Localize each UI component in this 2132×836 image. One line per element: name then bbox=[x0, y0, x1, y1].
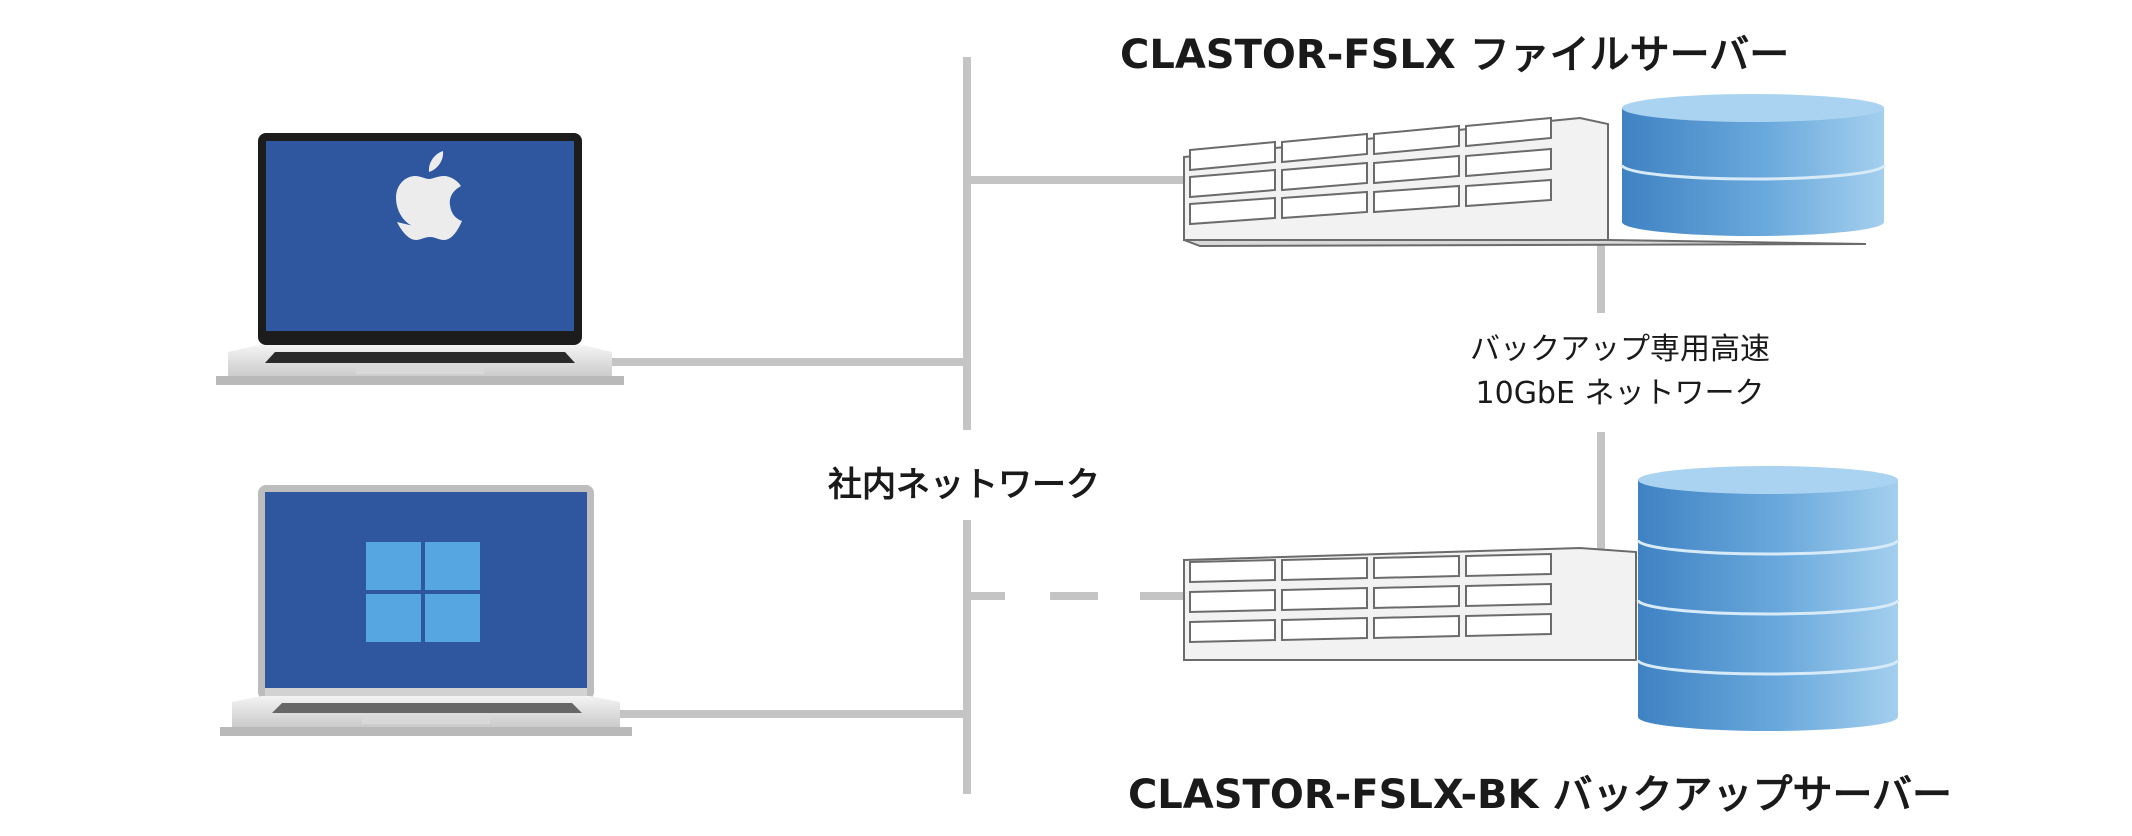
link-backup-server-dashed bbox=[967, 592, 1185, 600]
office-network-label: 社内ネットワーク bbox=[820, 453, 1108, 510]
link-file-server bbox=[967, 176, 1185, 184]
network-lines bbox=[605, 57, 1605, 794]
mac-laptop bbox=[216, 133, 624, 385]
backup-network-label-line1: バックアップ専用高速 bbox=[1470, 332, 1770, 367]
file-server bbox=[1183, 94, 1886, 248]
backup-link-lower bbox=[1597, 432, 1605, 552]
windows-logo-icon bbox=[366, 542, 480, 642]
rack-server-icon bbox=[1189, 116, 1552, 226]
network-backbone-top bbox=[963, 57, 971, 430]
backup-network-label: バックアップ専用高速 10GbE ネットワーク bbox=[1450, 328, 1790, 416]
backup-server bbox=[1183, 466, 1900, 731]
backup-link-upper bbox=[1597, 245, 1605, 313]
apple-logo-icon bbox=[396, 151, 462, 240]
backup-server-title: CLASTOR-FSLX-BK バックアップサーバー bbox=[1127, 772, 1953, 818]
rack-server-icon bbox=[1189, 552, 1552, 644]
network-backbone-bottom bbox=[963, 520, 971, 794]
link-mac-laptop bbox=[605, 358, 967, 366]
windows-laptop bbox=[220, 485, 632, 736]
link-windows-laptop bbox=[612, 710, 967, 718]
backup-network-label-line2: 10GbE ネットワーク bbox=[1475, 376, 1765, 411]
file-server-storage-icon bbox=[1620, 94, 1886, 236]
backup-storage-icon bbox=[1636, 466, 1900, 731]
file-server-title: CLASTOR-FSLX ファイルサーバー bbox=[1120, 32, 1790, 78]
